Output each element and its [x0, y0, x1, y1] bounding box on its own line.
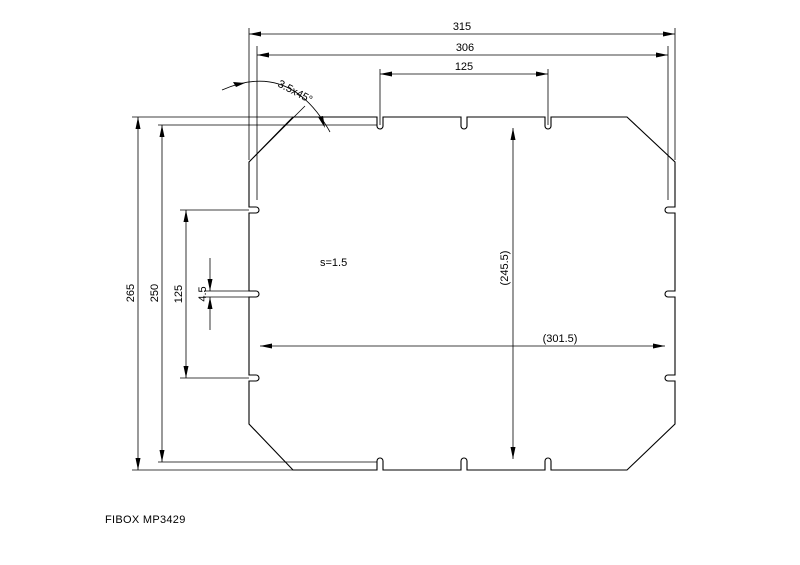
dim-ref-width: (301.5) — [543, 333, 578, 345]
thickness-note: s=1.5 — [320, 257, 347, 269]
dim-overall-width: 315 — [453, 21, 471, 33]
chamfer-label: 3.5x45° — [276, 78, 315, 106]
dim-slot-pitch-vertical: 125 — [173, 285, 185, 303]
dim-slot-width: 4.5 — [197, 286, 209, 301]
dim-slot-pitch-horizontal: 125 — [455, 61, 473, 73]
plate-outline — [248, 116, 676, 471]
dim-inner-width: 306 — [456, 42, 474, 54]
part-caption: FIBOX MP3429 — [105, 514, 186, 526]
dim-inner-height: 250 — [149, 284, 161, 302]
dim-overall-height: 265 — [125, 284, 137, 302]
dim-ref-height: (245.5) — [499, 251, 511, 286]
